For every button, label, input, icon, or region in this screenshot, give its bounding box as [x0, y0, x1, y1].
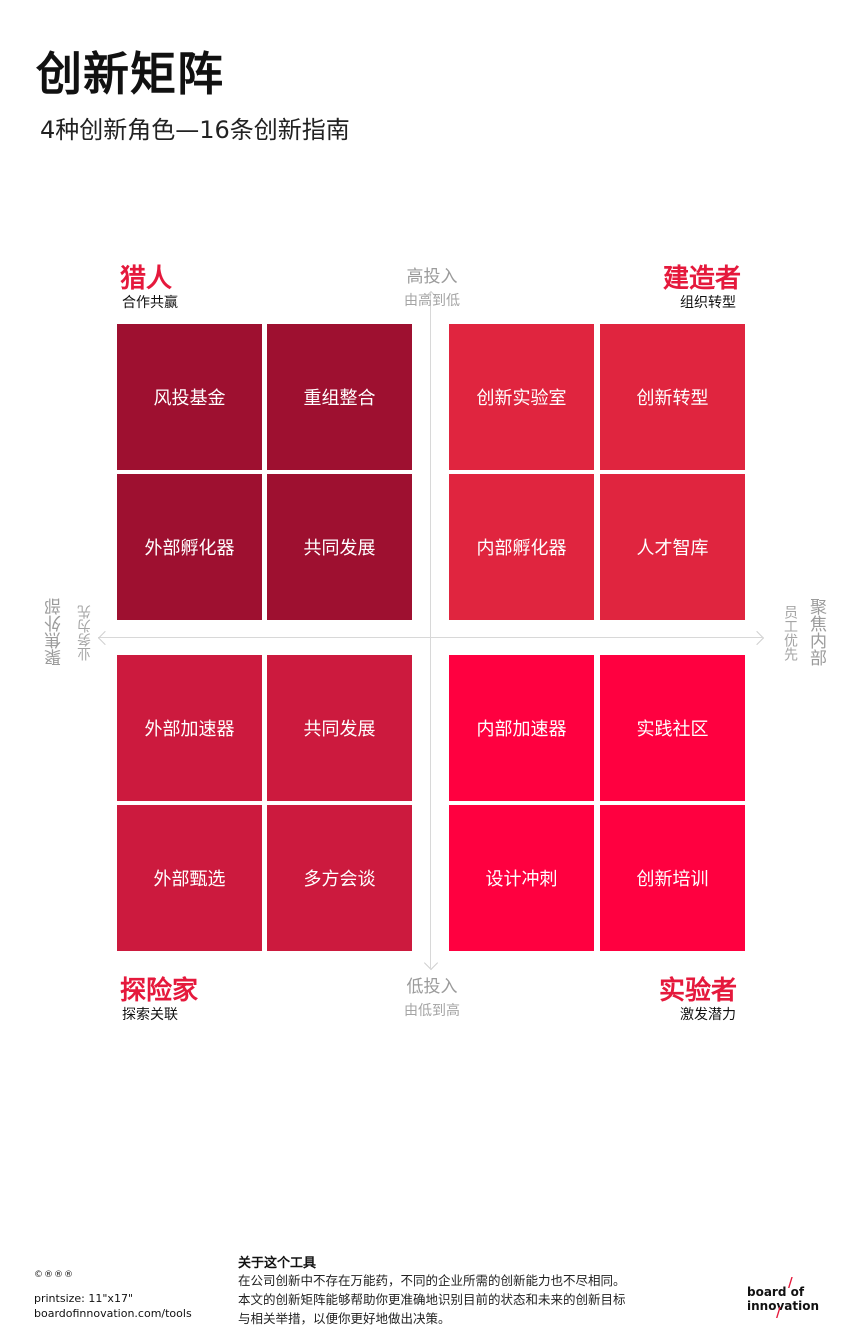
- quadrant-title-builder: 建造者: [662, 264, 741, 294]
- tile-label: 内部加速器: [476, 719, 567, 740]
- tile-label: 外部孵化器: [144, 538, 235, 559]
- axis-right-sub: 员工优先: [782, 605, 798, 661]
- axis-top-label: 高投入: [406, 267, 458, 287]
- logo-slash-icon: /: [776, 1306, 781, 1321]
- printsize-text: printsize: 11"x17": [34, 1292, 133, 1305]
- arrow-left-icon: [97, 630, 113, 646]
- tile-label: 人才智库: [636, 538, 709, 559]
- axis-right-label: 聚焦内部: [806, 598, 826, 666]
- tile-label: 外部甄选: [153, 869, 226, 890]
- tile-label: 创新实验室: [476, 388, 567, 409]
- tile-label: 外部加速器: [144, 719, 235, 740]
- page-subtitle: 4种创新角色—16条创新指南: [40, 116, 350, 144]
- tile-label: 内部孵化器: [476, 538, 567, 559]
- logo-line-1: board of: [747, 1285, 805, 1299]
- tile-builder: 创新转型: [600, 324, 745, 470]
- tile-explorer: 多方会谈: [267, 805, 412, 951]
- tile-experimenter: 实践社区: [600, 655, 745, 801]
- about-line: 与相关举措，以便你更好地做出决策。: [238, 1311, 451, 1326]
- quadrant-sub-hunter: 合作共赢: [122, 295, 178, 311]
- axis-top-sub: 由高到低: [404, 293, 460, 309]
- horizontal-axis-line: [98, 637, 762, 638]
- page-title: 创新矩阵: [36, 47, 224, 101]
- quadrant-sub-experimenter: 激发潜力: [680, 1007, 736, 1023]
- quadrant-title-hunter: 猎人: [120, 264, 173, 294]
- tile-hunter: 风投基金: [117, 324, 262, 470]
- tile-label: 实践社区: [636, 719, 709, 740]
- about-line: 本文的创新矩阵能够帮助你更准确地识别目前的状态和未来的创新目标: [238, 1292, 626, 1307]
- tile-builder: 人才智库: [600, 474, 745, 620]
- tile-label: 创新转型: [636, 388, 709, 409]
- tile-builder: 创新实验室: [449, 324, 594, 470]
- arrow-right-icon: [749, 630, 765, 646]
- about-title: 关于这个工具: [238, 1256, 317, 1271]
- tools-url[interactable]: boardofinnovation.com/tools: [34, 1307, 192, 1320]
- quadrant-sub-builder: 组织转型: [680, 295, 736, 311]
- tile-experimenter: 设计冲刺: [449, 805, 594, 951]
- tile-experimenter: 内部加速器: [449, 655, 594, 801]
- license-icons: ©®®®: [34, 1270, 74, 1280]
- tile-label: 共同发展: [303, 719, 376, 740]
- arrow-down-icon: [423, 955, 439, 971]
- logo-line-2: innovation: [747, 1299, 819, 1313]
- tile-label: 风投基金: [153, 388, 226, 409]
- tile-hunter: 共同发展: [267, 474, 412, 620]
- quadrant-title-explorer: 探险家: [120, 976, 199, 1006]
- tile-label: 创新培训: [636, 869, 709, 890]
- axis-bottom-sub: 由低到高: [404, 1003, 460, 1019]
- tile-label: 设计冲刺: [485, 869, 558, 890]
- tile-label: 多方会谈: [303, 869, 376, 890]
- vertical-axis-line: [430, 292, 431, 968]
- tile-explorer: 外部甄选: [117, 805, 262, 951]
- axis-bottom-label: 低投入: [406, 977, 458, 997]
- quadrant-sub-explorer: 探索关联: [122, 1007, 178, 1023]
- tile-builder: 内部孵化器: [449, 474, 594, 620]
- quadrant-title-experimenter: 实验者: [658, 976, 737, 1006]
- tile-hunter: 外部孵化器: [117, 474, 262, 620]
- board-of-innovation-logo[interactable]: board of innovation: [747, 1285, 819, 1313]
- tile-label: 共同发展: [303, 538, 376, 559]
- tile-explorer: 共同发展: [267, 655, 412, 801]
- axis-left-sub: 业务为先: [77, 605, 93, 661]
- tile-hunter: 重组整合: [267, 324, 412, 470]
- logo-slash-icon: /: [788, 1276, 793, 1291]
- tile-explorer: 外部加速器: [117, 655, 262, 801]
- axis-left-label: 聚焦外部: [45, 598, 65, 666]
- about-line: 在公司创新中不存在万能药，不同的企业所需的创新能力也不尽相同。: [238, 1273, 626, 1288]
- tile-label: 重组整合: [303, 388, 376, 409]
- tile-experimenter: 创新培训: [600, 805, 745, 951]
